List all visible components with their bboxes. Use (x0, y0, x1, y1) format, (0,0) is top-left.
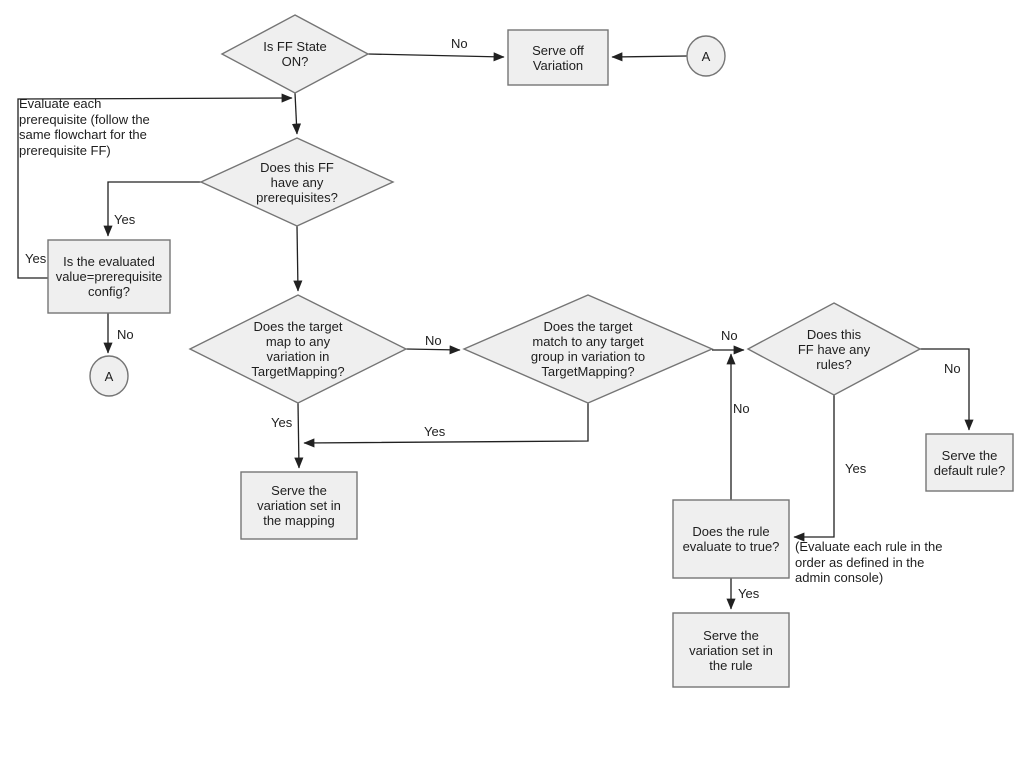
decision-ff-rules (746, 302, 922, 396)
edge-rules-no-line (920, 348, 974, 431)
note-evaluate-prerequisite: Evaluate each prerequisite (follow the s… (19, 96, 150, 158)
connector-a-left (89, 355, 129, 397)
decision-target-match (462, 294, 714, 404)
edge-prereq-loop-line (17, 93, 293, 279)
edge-label-ffstate-no: No (451, 36, 468, 51)
edge-label-match-yes: Yes (424, 424, 446, 439)
connector-a-top (686, 35, 726, 77)
process-serve-mapping-variation (240, 471, 358, 540)
process-serve-rule-variation (672, 612, 790, 688)
edge-ffstate-no-line (367, 52, 505, 62)
process-serve-off-variation (507, 29, 609, 86)
edge-label-rule-yes: Yes (738, 586, 760, 601)
edge-label-ruleloop-no: No (733, 401, 750, 416)
edge-label-map-yes: Yes (271, 415, 293, 430)
decision-target-map (188, 294, 408, 404)
process-rule-evaluates-true (672, 499, 790, 579)
edge-prereq-yes-line (103, 181, 201, 237)
process-serve-default-rule (925, 433, 1014, 492)
edge-label-eval-no: No (117, 327, 134, 342)
edge-rules-yes-line (793, 395, 835, 542)
edge-label-rules-no: No (944, 361, 961, 376)
edge-label-eval-loop-yes: Yes (25, 251, 47, 266)
edge-label-map-no: No (425, 333, 442, 348)
edge-ffstate-down-line (291, 92, 302, 135)
process-evaluated-value (47, 239, 171, 314)
edge-label-prereq-yes: Yes (114, 212, 136, 227)
edge-prereq-down-line (293, 225, 303, 292)
decision-prerequisites (199, 137, 395, 227)
decision-ff-state (220, 14, 370, 94)
note-evaluate-rules: (Evaluate each rule in the order as defi… (795, 539, 943, 585)
edge-label-match-no: No (721, 328, 738, 343)
edge-a-to-serveoff-line (611, 52, 688, 62)
edge-map-no-line (405, 345, 461, 355)
edge-label-rules-yes: Yes (845, 461, 867, 476)
edge-map-yes-line (294, 402, 304, 469)
edge-match-yes-line (303, 403, 589, 448)
